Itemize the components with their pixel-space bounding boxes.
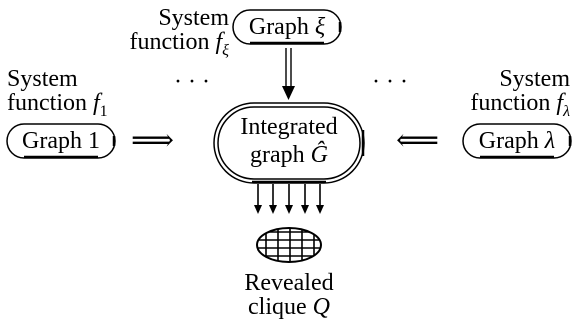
system-function-lambda-label: System function fλ — [470, 67, 570, 124]
clique-grid-icon — [256, 227, 322, 263]
graph-1-node: Graph 1 — [22, 128, 100, 154]
output-arrows — [254, 184, 324, 214]
output-arrow-3 — [285, 184, 293, 214]
system-function-xi-line1: System — [158, 5, 229, 31]
system-function-xi-line2: function fξ — [129, 29, 229, 59]
graph-xi-node: Graph ξ — [248, 14, 326, 40]
integrated-graph-line2: graph Ĝ — [250, 142, 328, 168]
system-function-lambda-line2: function fλ — [470, 90, 570, 120]
graph-lambda-node: Graph λ — [478, 128, 556, 154]
integrated-graph-line1: Integrated — [240, 114, 338, 140]
revealed-clique-line1: Revealed — [244, 270, 334, 296]
revealed-clique-label: Revealed clique Q — [214, 271, 364, 319]
system-function-lambda-line1: System — [499, 66, 570, 92]
ellipsis-left: · · · — [174, 69, 210, 95]
ellipsis-right: · · · — [372, 69, 408, 95]
system-function-1-line1: System — [7, 66, 78, 92]
double-arrow-down — [282, 48, 295, 100]
revealed-clique-line2: clique Q — [248, 294, 330, 320]
output-arrow-5 — [316, 184, 324, 214]
output-arrow-4 — [301, 184, 309, 214]
left-implication-arrow: ⟹ — [131, 124, 175, 157]
system-function-1-line2: function f1 — [7, 90, 108, 120]
integrated-graph-node: Integrated graph Ĝ — [214, 115, 364, 167]
output-arrow-2 — [269, 184, 277, 214]
system-function-1-label: System function f1 — [7, 67, 108, 124]
integrated-box-inner — [217, 106, 361, 180]
output-arrow-1 — [254, 184, 262, 214]
right-implication-arrow: ⟸ — [396, 124, 440, 157]
system-function-xi-label: System function fξ — [129, 6, 229, 63]
